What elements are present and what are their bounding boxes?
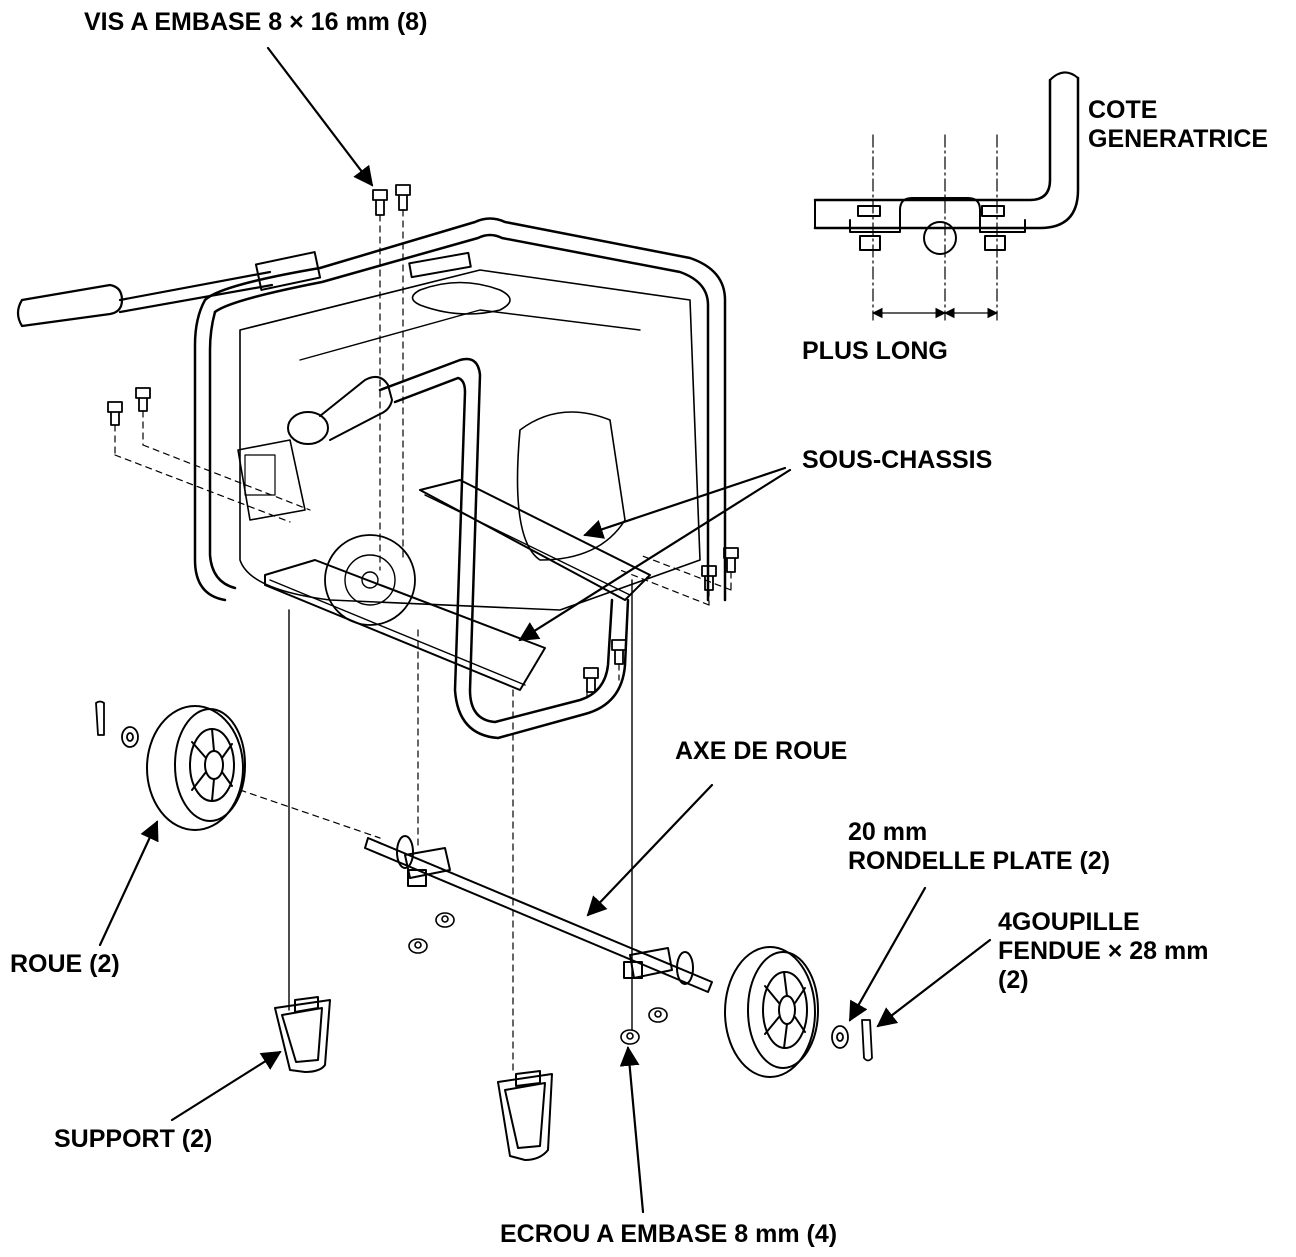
nut-icon: [620, 1029, 640, 1045]
right-wheel: [724, 946, 819, 1078]
support-foot-left: [274, 996, 331, 1073]
label-cotter-pin: 4GOUPILLE FENDUE × 28 mm (2): [998, 908, 1209, 994]
nut-icon: [648, 1007, 668, 1023]
bolt-icon: [395, 184, 411, 211]
label-wheel: ROUE (2): [10, 950, 120, 978]
bolt-icon: [107, 401, 123, 426]
label-sub-frame: SOUS-CHASSIS: [802, 446, 993, 474]
support-guide-lines: [288, 579, 633, 1031]
nut-icon: [408, 938, 428, 954]
left-wheel: [146, 705, 246, 831]
label-longer-side: PLUS LONG: [802, 337, 948, 365]
leader-arrows: [98, 46, 992, 1214]
bolt-icon: [611, 639, 627, 665]
label-wheel-axle: AXE DE ROUE: [675, 737, 848, 765]
right-washer-pin: [831, 1019, 873, 1062]
nut-icon: [435, 912, 455, 928]
label-flange-bolt: VIS A EMBASE 8 × 16 mm (8): [84, 8, 428, 36]
support-foot-right: [497, 1070, 553, 1161]
assembly-guide-lines: [114, 209, 732, 1071]
label-flat-washer: 20 mm RONDELLE PLATE (2): [848, 818, 1111, 875]
label-flange-nut: ECROU A EMBASE 8 mm (4): [500, 1220, 838, 1248]
label-generator-side: COTE GENERATRICE: [1088, 96, 1269, 153]
bolt-icon: [135, 387, 151, 412]
label-support: SUPPORT (2): [54, 1125, 213, 1153]
flange-bolts: [107, 184, 739, 693]
mounting-detail-inset: [813, 71, 1080, 321]
generator-frame: [16, 217, 727, 740]
bolt-icon: [583, 667, 599, 693]
bolt-icon: [372, 189, 388, 216]
flange-nuts: [408, 912, 668, 1045]
left-pin-washer: [95, 700, 139, 748]
wheel-axle: [364, 835, 713, 993]
